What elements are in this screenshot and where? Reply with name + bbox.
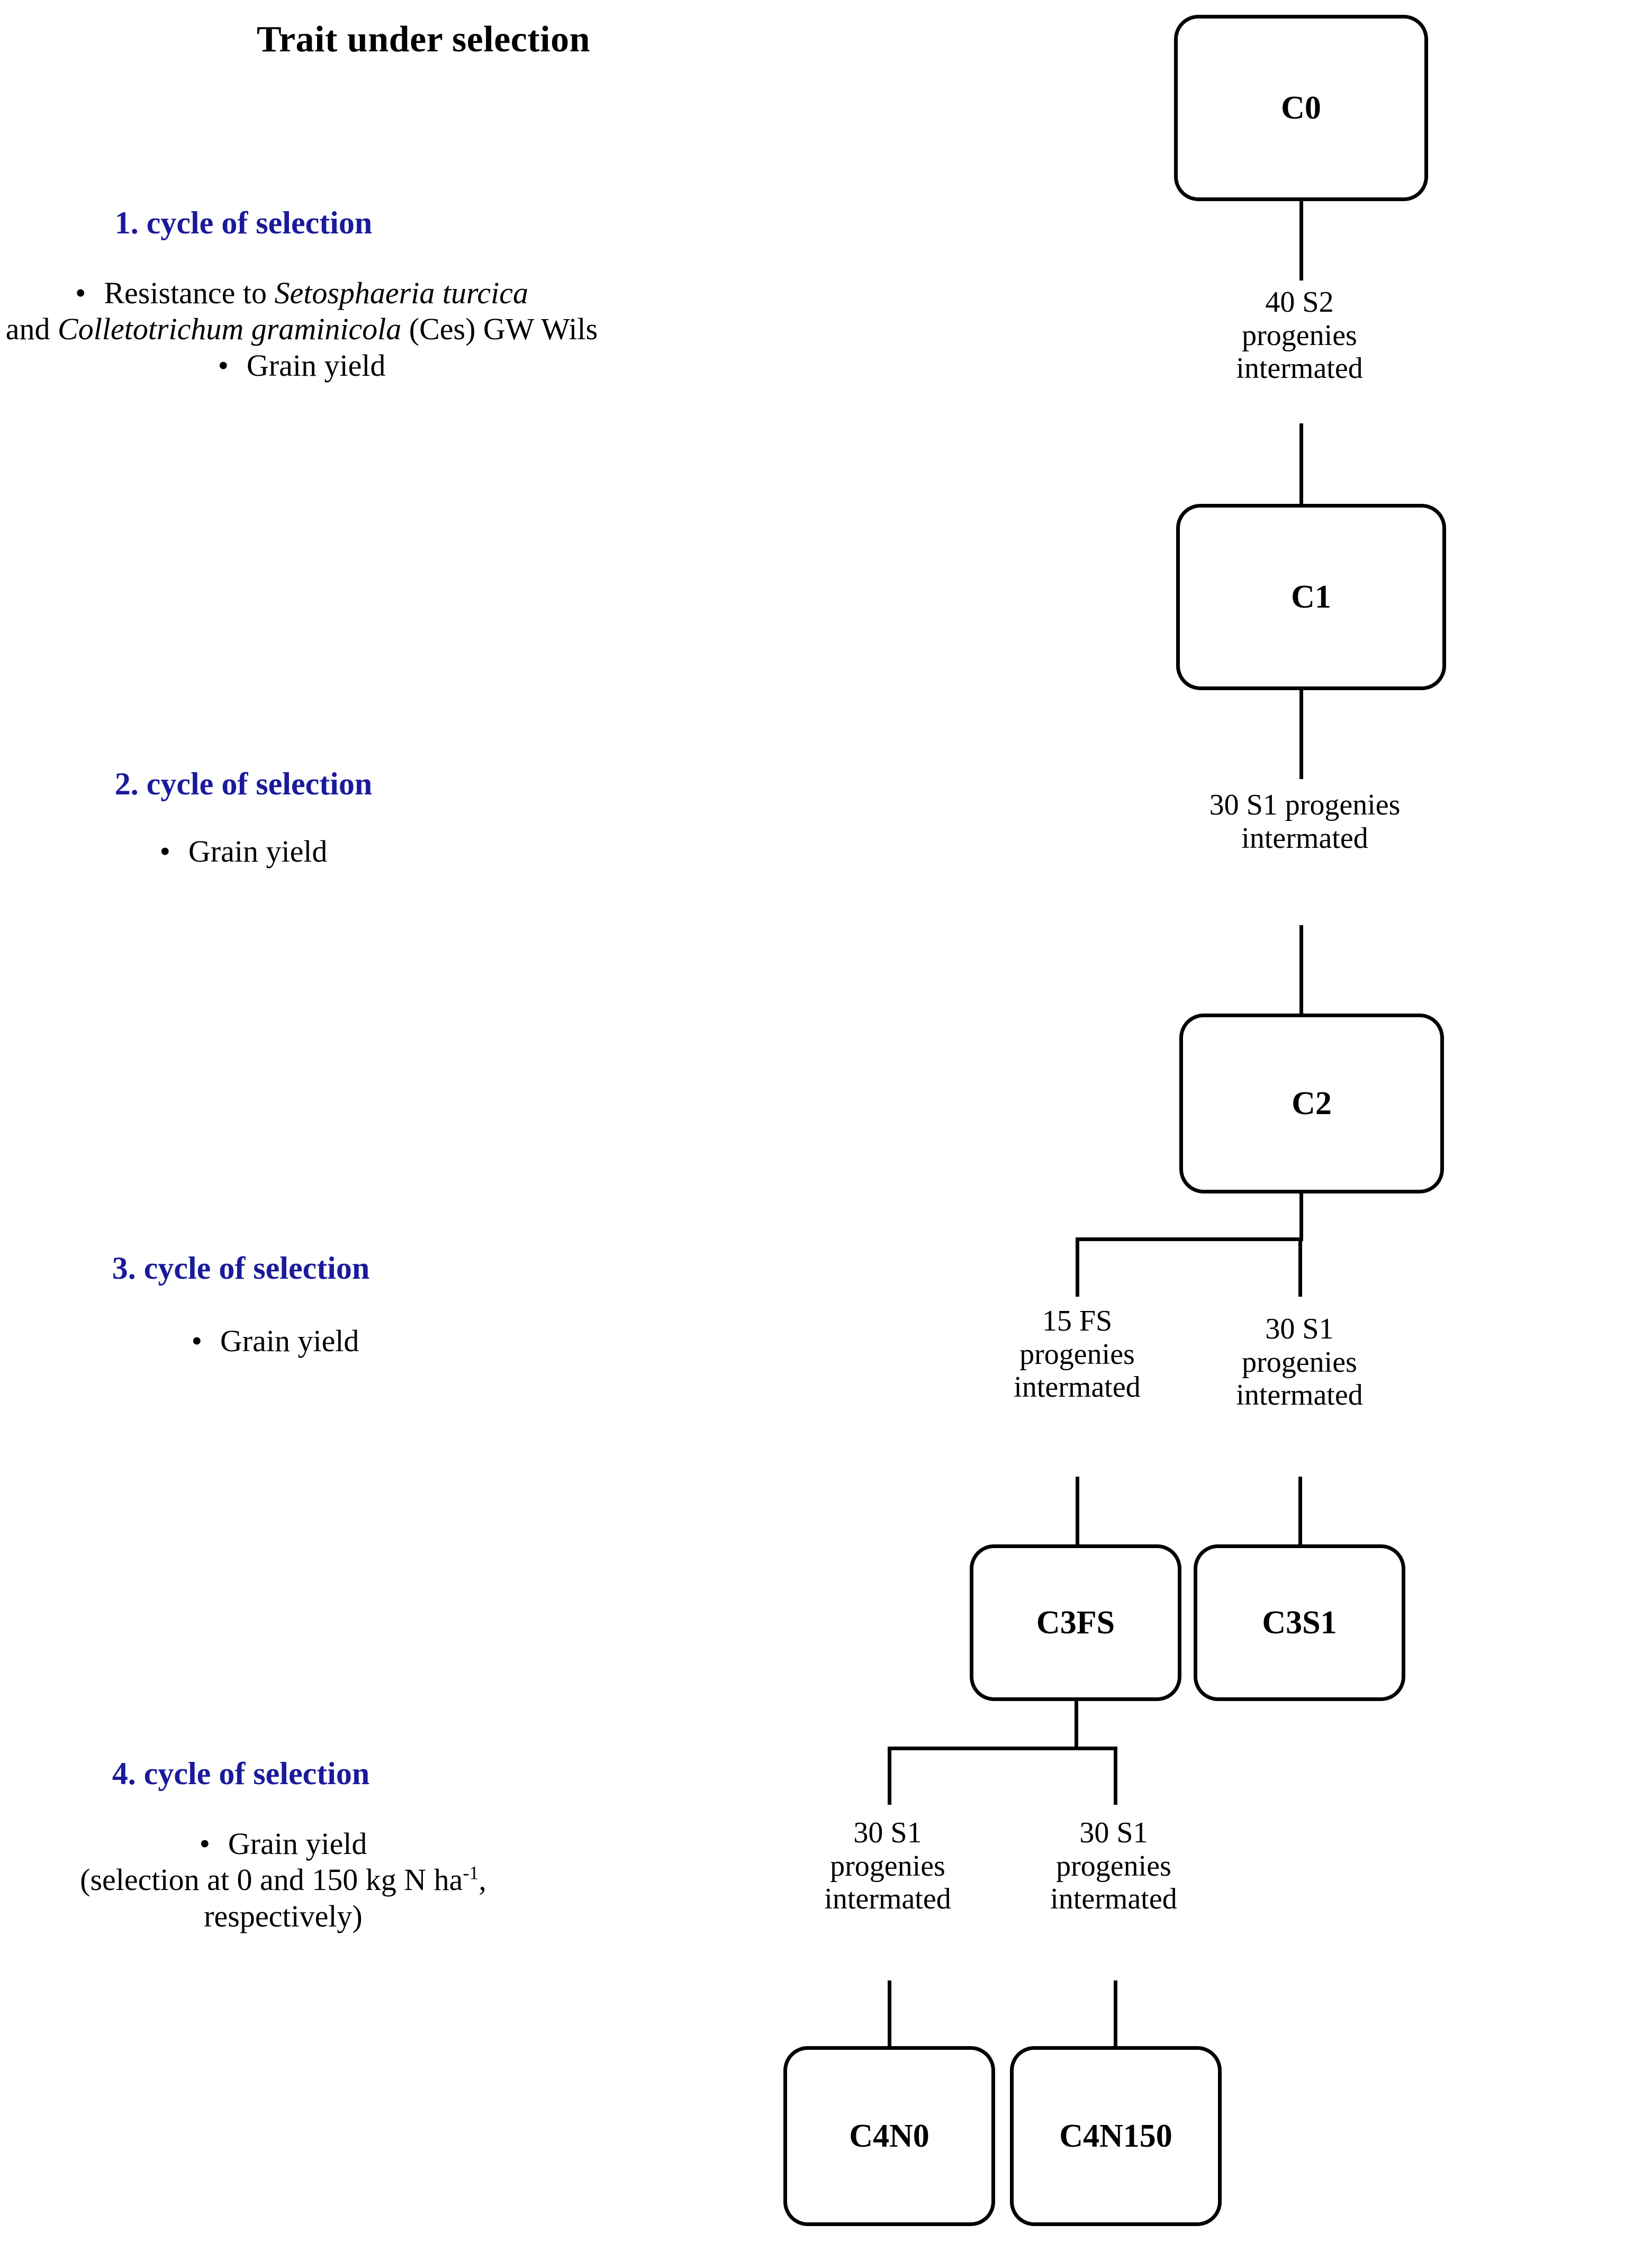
bullet-icon: • <box>218 348 229 383</box>
cycle-4-heading: 4. cycle of selection <box>112 1756 370 1791</box>
edge-c3fs-stem <box>1076 1477 1079 1546</box>
edge-label-c3fs-c4n150: 30 S1 progenies intermated <box>1050 1816 1177 1916</box>
node-c3fs[interactable]: C3FS <box>970 1544 1181 1701</box>
cycle-2-heading: 2. cycle of selection <box>114 766 373 801</box>
edge-c3fs-split-bar <box>888 1747 1117 1750</box>
edge-label-c2-c3fs: 15 FS progenies intermated <box>1014 1305 1141 1404</box>
cycle-2-bullet-1: Grain yield <box>188 834 328 869</box>
bullet-icon: • <box>199 1826 210 1861</box>
cycle-1-heading: 1. cycle of selection <box>114 205 373 240</box>
edge-label-c0-c1: 40 S2 progenies intermated <box>1236 286 1363 385</box>
edge-c4n150-stem <box>1114 1980 1117 2048</box>
edge-label-c2-c3s1: 30 S1 progenies intermated <box>1236 1313 1363 1412</box>
edge-c2-c3fs-drop <box>1076 1237 1079 1297</box>
page-title: Trait under selection <box>256 19 591 60</box>
node-c4n150[interactable]: C4N150 <box>1010 2046 1222 2226</box>
cycle-1-bullets: • Resistance to Setosphaeria turcica and … <box>0 275 752 384</box>
edge-c0-c1-upper <box>1299 201 1303 281</box>
edge-c1-c2-lower <box>1299 925 1303 1016</box>
edge-c2-c3s1-drop <box>1298 1237 1302 1297</box>
cycle-3-bullets: • Grain yield <box>0 1323 725 1359</box>
cycle-4-bullet-1: Grain yield <box>228 1826 367 1861</box>
node-c4n0[interactable]: C4N0 <box>783 2046 995 2226</box>
edge-c2-split-bar <box>1076 1237 1302 1241</box>
cycle-4-bullet-3: respectively) <box>204 1898 363 1933</box>
node-c0[interactable]: C0 <box>1174 15 1428 201</box>
cycle-1-bullet-3: Grain yield <box>246 348 386 383</box>
edge-c3fs-c4n0-drop <box>888 1747 891 1805</box>
cycle-3-bullet-1: Grain yield <box>220 1324 359 1358</box>
bullet-icon: • <box>191 1324 202 1358</box>
edge-c1-c2-upper <box>1299 690 1303 779</box>
cycle-4-bullets: • Grain yield (selection at 0 and 150 kg … <box>0 1826 733 1934</box>
cycle-1-bullet-1: Resistance to Setosphaeria turcica <box>104 276 528 310</box>
edge-c3fs-c4n150-drop <box>1114 1747 1117 1805</box>
cycle-4-bullet-2: (selection at 0 and 150 kg N ha-1, <box>80 1862 486 1897</box>
node-c2[interactable]: C2 <box>1179 1014 1444 1193</box>
edge-c2-split-stem <box>1299 1193 1303 1241</box>
edge-label-c3fs-c4n0: 30 S1 progenies intermated <box>824 1816 951 1916</box>
cycle-1-bullet-2: and Colletotrichum graminicola (Ces) GW … <box>5 312 598 347</box>
edge-c4n0-stem <box>888 1980 891 2048</box>
edge-label-c1-c2: 30 S1 progenies intermated <box>1209 789 1401 855</box>
node-c1[interactable]: C1 <box>1176 504 1446 690</box>
node-c3s1[interactable]: C3S1 <box>1194 1544 1405 1701</box>
edge-c0-c1-lower <box>1299 423 1303 507</box>
bullet-icon: • <box>159 834 170 869</box>
edge-c3fs-split-stem <box>1075 1701 1078 1750</box>
bullet-icon: • <box>75 276 86 310</box>
edge-c3s1-stem <box>1298 1477 1302 1546</box>
cycle-2-bullets: • Grain yield <box>0 834 693 870</box>
cycle-3-heading: 3. cycle of selection <box>112 1251 370 1286</box>
